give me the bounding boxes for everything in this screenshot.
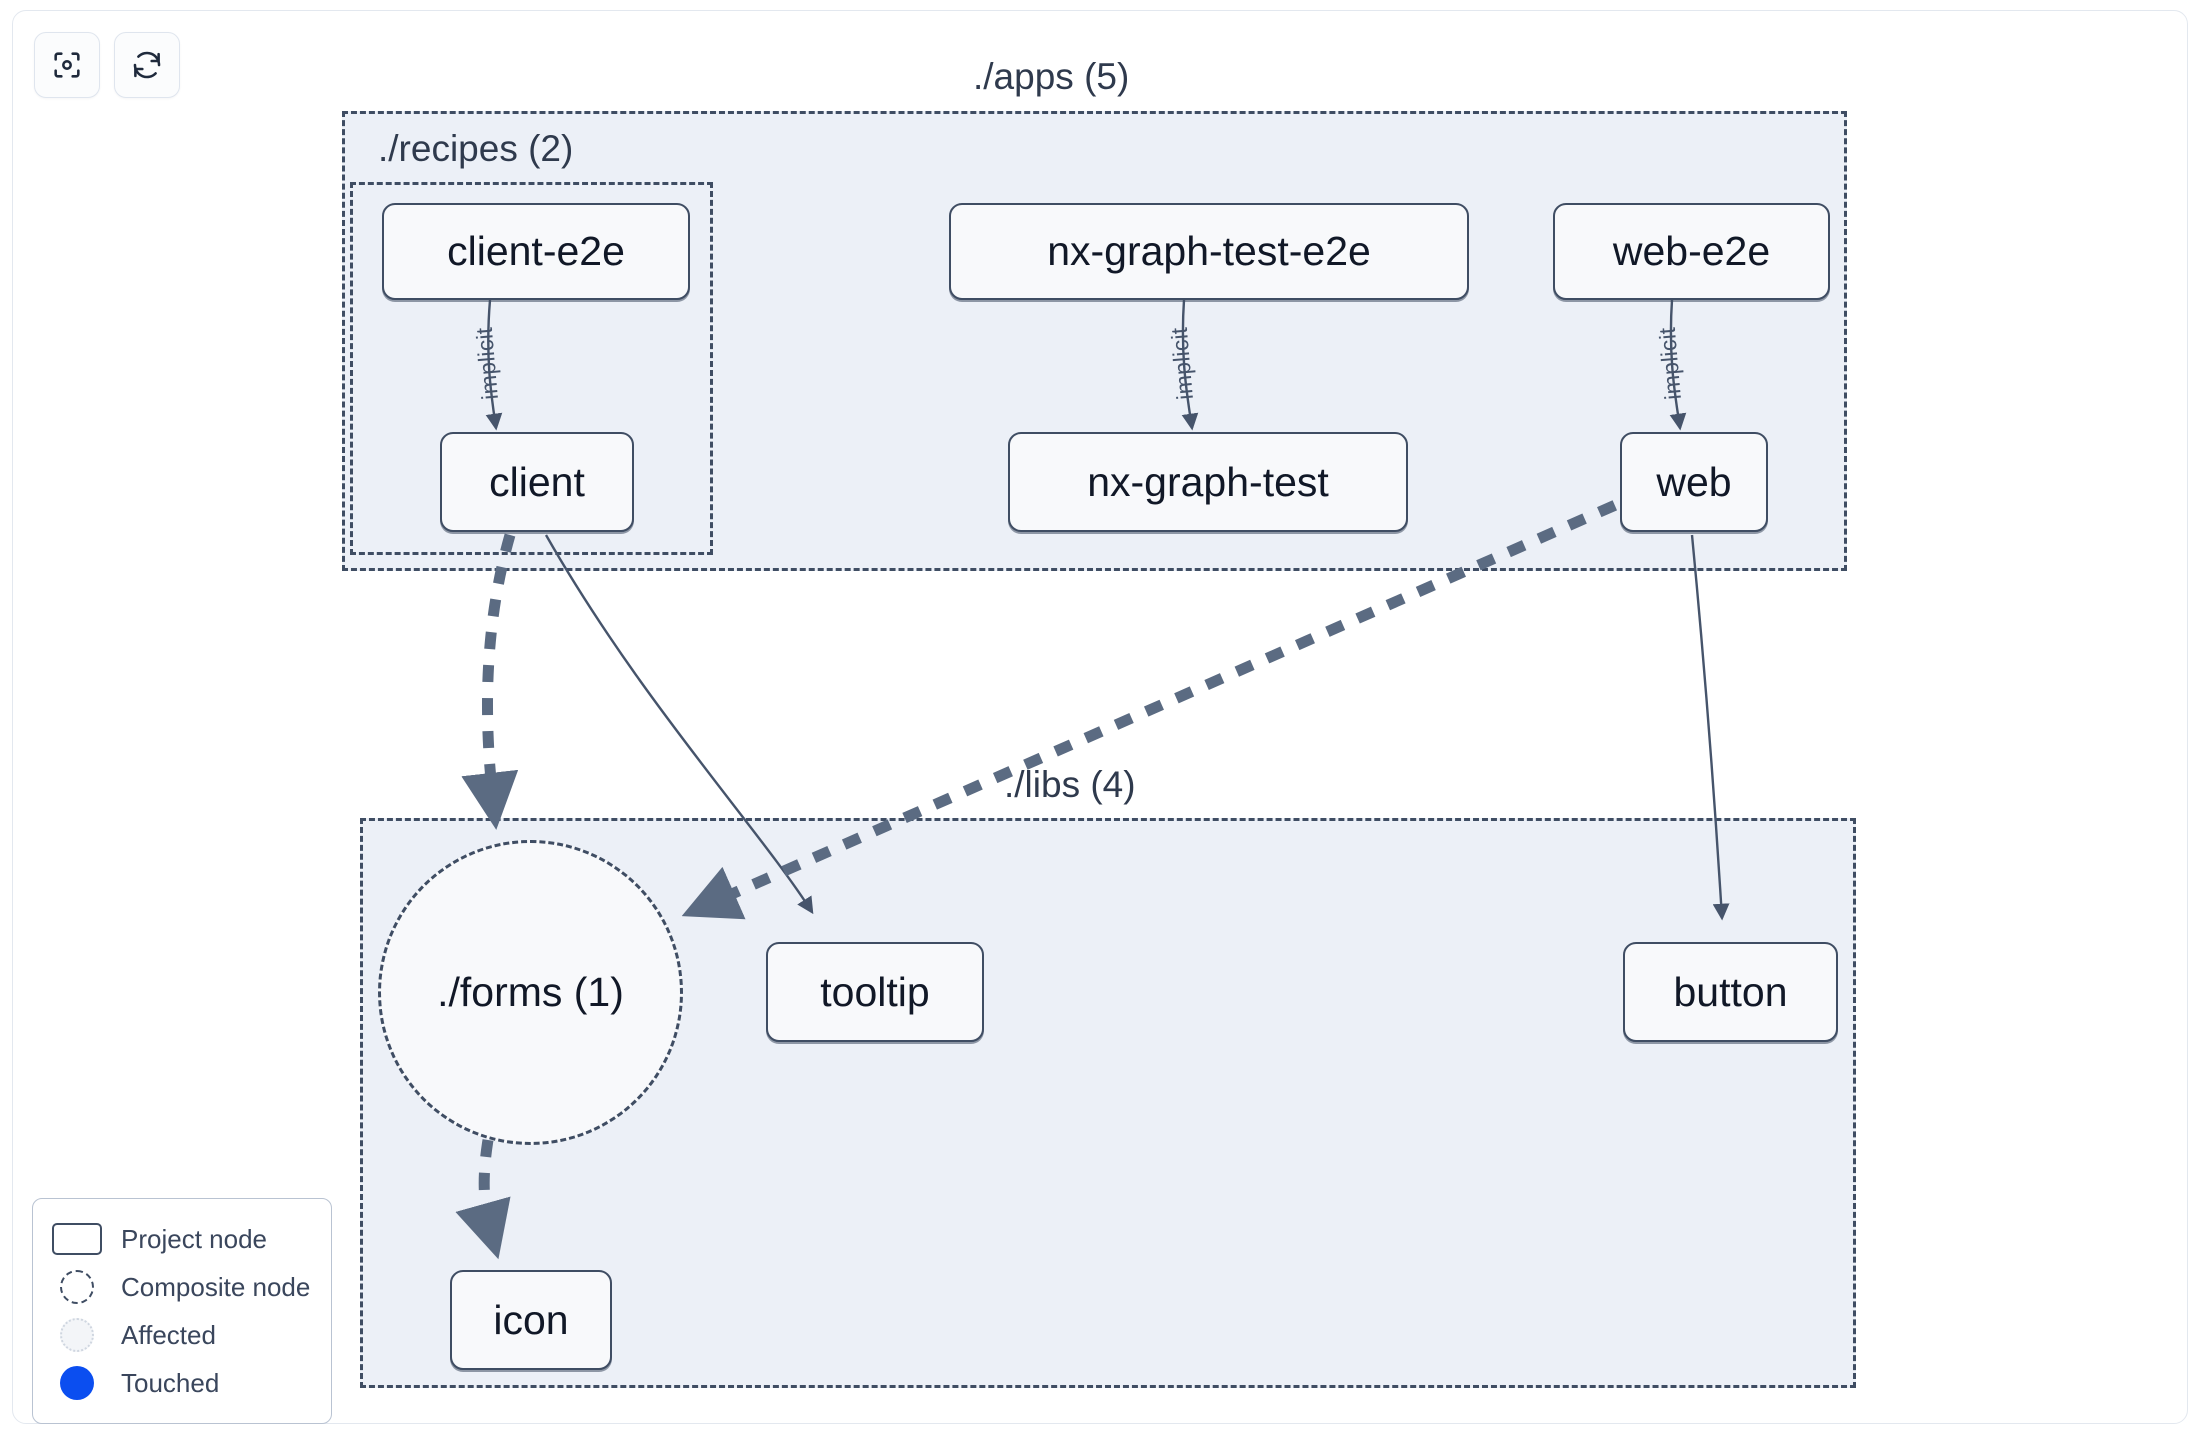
composite-node-swatch [51,1270,103,1304]
refresh-icon [130,48,164,82]
focus-target-icon [50,48,84,82]
legend-label-composite-node: Composite node [121,1271,311,1302]
legend-label-affected: Affected [121,1319,216,1350]
touched-swatch [51,1366,103,1400]
node-tooltip-label: tooltip [820,968,930,1015]
node-nx-graph-test-e2e-label: nx-graph-test-e2e [1047,228,1371,274]
node-client-e2e-label: client-e2e [447,228,625,274]
node-web[interactable]: web [1620,432,1768,532]
node-client-e2e[interactable]: client-e2e [382,203,690,300]
node-nx-graph-test[interactable]: nx-graph-test [1008,432,1408,532]
affected-swatch [51,1318,103,1352]
node-button-label: button [1673,968,1788,1015]
node-nx-graph-test-label: nx-graph-test [1087,458,1329,505]
group-recipes-label: ./recipes (2) [378,128,574,169]
node-client[interactable]: client [440,432,634,532]
node-tooltip[interactable]: tooltip [766,942,984,1042]
node-web-label: web [1656,458,1732,505]
legend-item-project-node: Project node [51,1215,317,1263]
legend-label-touched: Touched [121,1367,220,1398]
legend-item-composite-node: Composite node [51,1263,317,1311]
node-icon[interactable]: icon [450,1270,612,1370]
node-button[interactable]: button [1623,942,1838,1042]
node-web-e2e[interactable]: web-e2e [1553,203,1830,300]
node-nx-graph-test-e2e[interactable]: nx-graph-test-e2e [949,203,1469,300]
legend-label-project-node: Project node [121,1223,267,1254]
group-apps-label: ./apps (5) [973,56,1130,97]
focus-graph-button[interactable] [34,32,100,98]
node-client-label: client [489,458,585,505]
node-web-e2e-label: web-e2e [1612,228,1771,274]
legend-item-affected: Affected [51,1311,317,1359]
node-icon-label: icon [493,1296,569,1343]
graph-legend: Project node Composite node Affected Tou… [32,1198,332,1424]
node-forms-composite[interactable]: ./forms (1) [378,840,683,1145]
project-node-swatch [51,1223,103,1255]
node-forms-label: ./forms (1) [437,969,624,1015]
graph-toolbar [34,32,180,98]
legend-item-touched: Touched [51,1359,317,1407]
refresh-graph-button[interactable] [114,32,180,98]
group-libs-label: ./libs (4) [1004,764,1136,805]
